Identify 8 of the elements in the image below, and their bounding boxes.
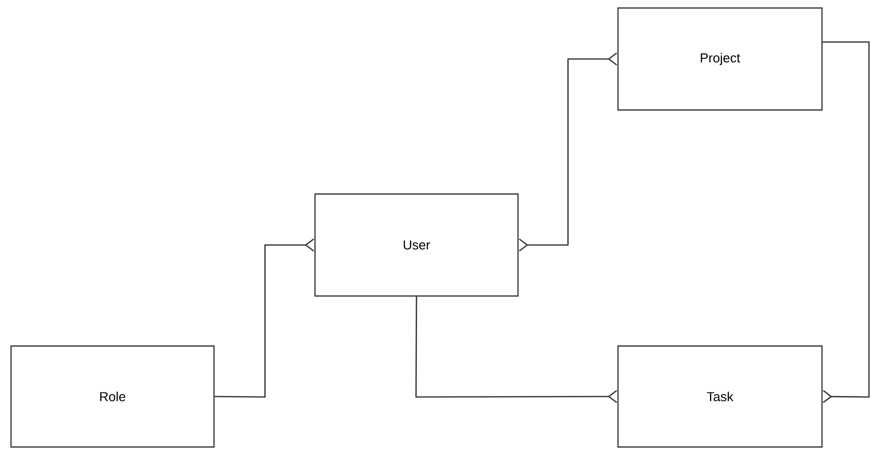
relationship-line xyxy=(518,52,618,252)
entity-box: Task xyxy=(617,345,823,448)
entity-box: Project xyxy=(617,7,823,111)
relationship-line xyxy=(822,41,870,404)
relationship-line xyxy=(415,296,618,404)
relationship-line xyxy=(214,238,314,398)
entity-box: User xyxy=(314,193,519,297)
entity-box: Role xyxy=(10,345,215,448)
